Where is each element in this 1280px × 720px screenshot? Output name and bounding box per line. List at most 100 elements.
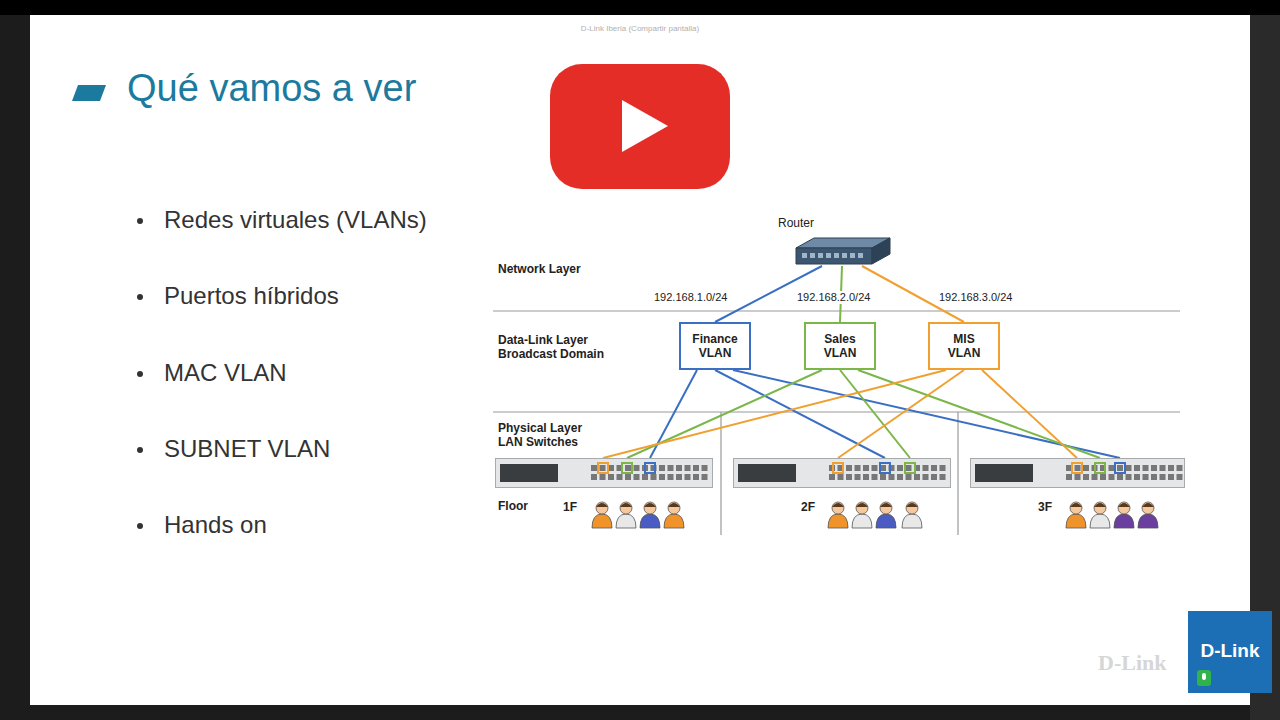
port-highlight [645,463,655,473]
switch-port [829,474,835,480]
window-caption: D-Link Iberia (Compartir pantalla) [440,24,840,34]
switch-display [738,464,796,482]
floor-number: 2F [801,500,815,514]
switch-port [702,465,708,471]
switch-port [889,474,895,480]
port-highlight [880,463,890,473]
floor-number: 3F [1038,500,1052,514]
port-highlight [1115,463,1125,473]
floor-label: Floor [498,499,528,513]
switch-port [591,465,597,471]
switch-port [1151,474,1157,480]
switch-port [1134,465,1140,471]
vlan-link [603,370,946,458]
switch-port [600,465,606,471]
switch-port [897,474,903,480]
person-hair [856,503,868,507]
person-hair [1118,503,1130,507]
person-hair [1142,503,1154,507]
switch-port [1168,465,1174,471]
vlan-name: Finance VLAN [689,332,741,361]
router-side [872,238,890,264]
switch-port [846,465,852,471]
person-body [1114,514,1134,528]
switch-port [923,474,929,480]
person-hair [832,503,844,507]
person-hair [880,503,892,507]
person-body [616,514,636,528]
bullet-text: SUBNET VLAN [164,435,330,464]
switch-port [1117,474,1123,480]
switch-port [1066,474,1072,480]
vlan-link [715,370,885,458]
router-port [850,253,855,258]
switch-port [1168,474,1174,480]
person-body [1090,514,1110,528]
person-head [906,502,918,514]
switch-port [1143,474,1149,480]
switch-port [702,474,708,480]
switch-port [1134,474,1140,480]
port-highlight [622,463,632,473]
person-head [1118,502,1130,514]
switch-port [931,465,937,471]
logo-text: D-Link [1188,640,1272,663]
switch-port [1100,474,1106,480]
switch-port [608,474,614,480]
router-port [834,253,839,258]
person-head [596,502,608,514]
switch-port [863,474,869,480]
switch-port [1117,465,1123,471]
switch-port [1126,465,1132,471]
vlan-name: Sales VLAN [814,332,866,361]
watermark: D-Link [1098,650,1166,676]
switch-port [1092,474,1098,480]
switch-port [625,465,631,471]
switch-port [591,474,597,480]
play-button [550,64,730,189]
switch-ports [734,459,950,487]
switch-port [685,474,691,480]
person-hair [906,503,918,507]
slide-background [30,15,1250,705]
switch-port [617,474,623,480]
switch-node: 1F [495,458,713,488]
switch-port [923,465,929,471]
switch-ports [496,459,712,487]
port-highlight [1072,463,1082,473]
switch-display [975,464,1033,482]
switch-port [1177,474,1183,480]
person-body [1138,514,1158,528]
mic-glyph [1202,673,1206,680]
switch-port [855,465,861,471]
person-body [876,514,896,528]
router-port [802,253,807,258]
port-highlight [833,463,843,473]
router-port [858,253,863,258]
vlan-box: Finance VLAN [679,322,751,370]
title-icon [72,85,106,101]
person-hair [620,503,632,507]
vlan-link [838,370,964,458]
switch-port [1109,474,1115,480]
person-head [668,502,680,514]
switch-port [693,474,699,480]
vlan-box: MIS VLAN [928,322,1000,370]
person-head [880,502,892,514]
bullet-text: Redes virtuales (VLANs) [164,206,427,235]
switch-port [1177,465,1183,471]
switch-port [940,474,946,480]
switch-port [897,465,903,471]
port-highlight [1095,463,1105,473]
floor-number: 1F [563,500,577,514]
switch-port [940,465,946,471]
router-port [842,253,847,258]
switch-port [685,465,691,471]
switch-port [1143,465,1149,471]
person-body [852,514,872,528]
switch-port [1109,465,1115,471]
router-front [796,248,872,264]
switch-port [659,474,665,480]
person-head [644,502,656,514]
